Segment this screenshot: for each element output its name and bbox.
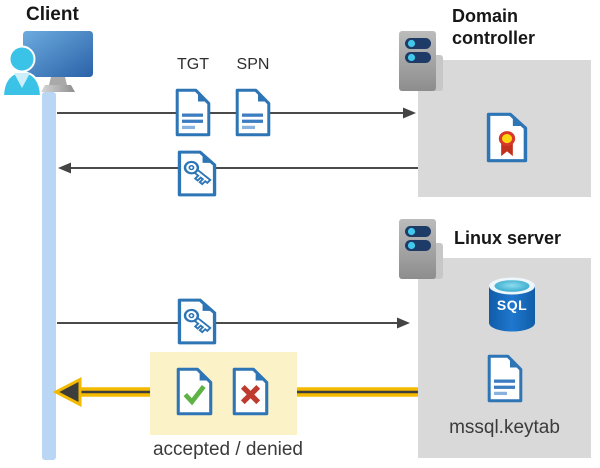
result-highlight-box	[150, 352, 297, 435]
key-ticket-icon-linux	[177, 298, 217, 345]
tgt-ticket-icon	[175, 88, 211, 137]
keytab-label: mssql.keytab	[449, 417, 560, 438]
certificate-icon	[486, 112, 528, 163]
sql-database-icon	[489, 277, 535, 332]
monitor-icon	[23, 31, 93, 92]
person-icon	[1, 45, 43, 96]
spn-ticket-icon	[235, 88, 271, 137]
sql-label: SQL	[496, 297, 528, 313]
key-ticket-icon-dc	[177, 150, 217, 197]
dc-to-client-arrow	[58, 162, 418, 174]
client-to-linux-arrow	[57, 317, 410, 329]
client-timeline-bar	[42, 92, 56, 460]
client-to-dc-arrow	[57, 107, 416, 119]
result-label: accepted / denied	[152, 439, 303, 460]
denied-cross-doc-icon	[232, 367, 269, 416]
accepted-check-doc-icon	[176, 367, 213, 416]
keytab-file-icon	[487, 354, 523, 403]
tgt-label: TGT	[177, 56, 209, 73]
client-label: Client	[26, 4, 79, 25]
domain-controller-server-icon	[399, 31, 443, 91]
spn-label: SPN	[236, 56, 270, 73]
client-user-monitor-icon	[1, 31, 93, 96]
domain-controller-label: Domain controller	[452, 6, 536, 48]
linux-server-label: Linux server	[454, 228, 562, 248]
linux-server-server-icon	[399, 219, 443, 279]
